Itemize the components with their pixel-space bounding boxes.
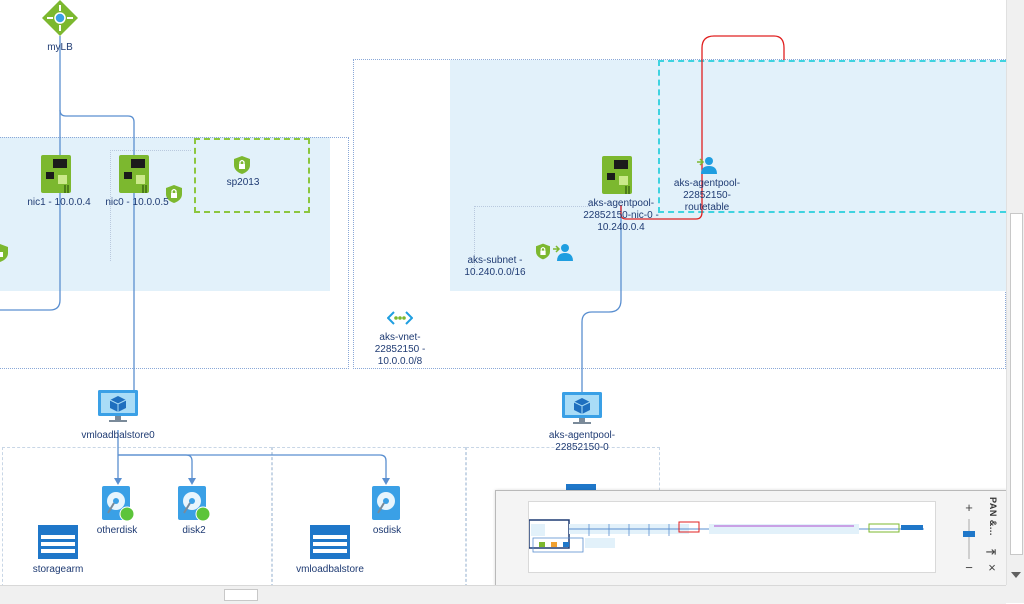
route-link [620,35,785,220]
route-table-icon[interactable] [697,156,717,176]
vertical-scrollbar[interactable] [1006,0,1024,586]
minimap-preview [528,519,924,553]
close-button[interactable]: × [988,560,996,575]
scrollbar-corner [1006,585,1024,603]
node-label-sp2013: sp2013 [226,177,260,188]
pan-zoom-title: PAN &... [988,497,998,536]
virtual-machine-icon[interactable] [98,390,138,424]
routetable-zone [658,60,1006,213]
horizontal-scrollbar[interactable] [0,585,1006,604]
pan-zoom-minimap[interactable] [528,501,936,573]
node-label-osdisk: osdisk [372,525,402,536]
horizontal-scrollbar-thumb[interactable] [224,589,258,601]
network-interface-icon[interactable] [41,155,73,195]
nsg-shield-icon[interactable] [536,243,550,260]
node-label-disk2: disk2 [182,525,206,536]
node-label-routetable: aks-agentpool- 22852150- routetable [673,178,741,213]
vertical-scrollbar-thumb[interactable] [1010,213,1023,555]
node-label-vmloadbalstore0: vmloadbalstore0 [81,430,155,441]
virtual-machine-icon[interactable] [562,392,602,426]
managed-disk-icon[interactable] [178,486,212,522]
storage-account-icon [566,484,596,492]
node-label-aks-vm: aks-agentpool- 22852150-0 [548,430,616,453]
aks-subnet-dotted-group [474,206,590,267]
network-interface-icon[interactable] [119,155,151,195]
managed-disk-icon[interactable] [372,486,402,522]
node-label-storagearm: storagearm [32,564,84,575]
connection-lines [0,35,785,485]
storage-account-icon[interactable] [38,525,78,559]
nic-dotted-group [110,150,191,261]
zoom-in-button[interactable]: + [965,500,973,515]
storage-account-icon[interactable] [310,525,350,559]
virtual-network-icon[interactable] [387,310,413,326]
managed-disk-icon[interactable] [102,486,136,522]
route-table-icon[interactable] [553,243,573,263]
zoom-slider-track[interactable] [968,519,970,559]
node-label-aks-nic: aks-agentpool- 22852150-nic-0 - 10.240.0… [583,198,659,233]
nsg-shield-icon[interactable] [0,244,8,262]
load-balancer-icon[interactable] [40,0,80,38]
node-label-nic1: nic1 - 10.0.0.4 [27,197,91,208]
vnet-border-left [0,137,349,369]
pan-zoom-panel[interactable]: + − PAN &... ⇥ × [495,490,1008,587]
node-label-vmloadbalstore: vmloadbalstore [296,564,364,575]
pin-button[interactable]: ⇥ [985,544,997,559]
zoom-out-button[interactable]: − [965,560,973,575]
nsg-zone-sp2013 [194,138,310,213]
nsg-shield-icon[interactable] [234,156,250,174]
node-label-otherdisk: otherdisk [96,525,138,536]
node-label-aks-subnet: aks-subnet - 10.240.0.0/16 [464,255,526,278]
node-label-aks-vnet: aks-vnet- 22852150 - 10.0.0.0/8 [374,332,426,367]
node-label-nic0: nic0 - 10.0.0.5 [105,197,169,208]
network-interface-icon[interactable] [602,156,634,196]
nsg-shield-icon[interactable] [166,185,182,203]
scroll-down-arrow-icon[interactable] [1011,572,1021,578]
node-label-mylb: myLB [47,42,73,53]
zoom-slider-thumb[interactable] [963,531,975,537]
